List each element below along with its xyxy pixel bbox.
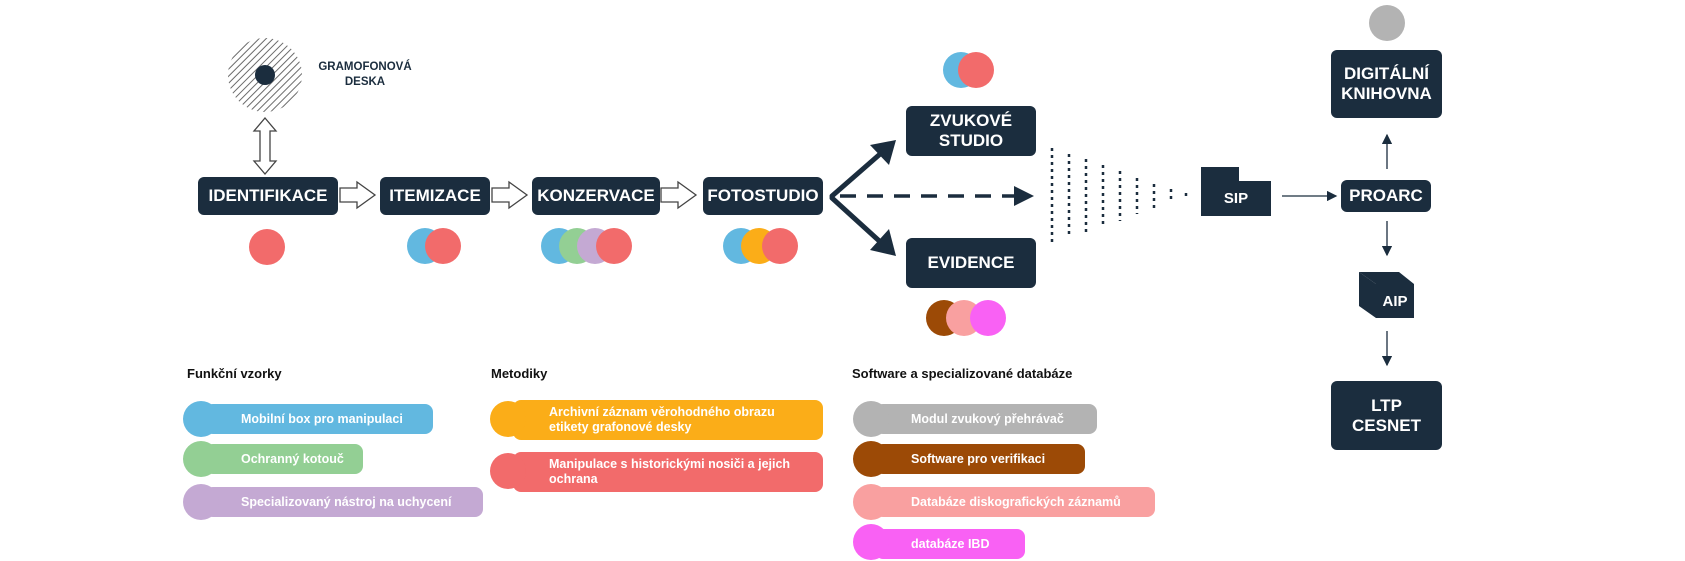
- legend-item-label: Databáze diskografických záznamů: [911, 494, 1121, 509]
- legend-item-label: Modul zvukový přehrávač: [911, 411, 1064, 426]
- legend-dot: [183, 441, 219, 477]
- legend-item: Archivní záznam věrohodného obrazu etike…: [513, 400, 823, 440]
- indicator-dot-red: [762, 228, 798, 264]
- legend-item: Manipulace s historickými nosiči a jejic…: [513, 452, 823, 492]
- block-arrow-3: [660, 180, 698, 210]
- indicator-dot-red: [425, 228, 461, 264]
- legend-item: Mobilní box pro manipulaci: [205, 404, 433, 434]
- aip-box-side: [1359, 272, 1376, 318]
- dotted-funnel: [1050, 148, 1188, 244]
- indicator-dot-magenta: [970, 300, 1006, 336]
- legend-item: Modul zvukový přehrávač: [875, 404, 1097, 434]
- legend-dot: [853, 401, 889, 437]
- legend-item-label: Software pro verifikaci: [911, 451, 1046, 466]
- node-digitalni-knihovna: DIGITÁLNÍ KNIHOVNA: [1331, 50, 1442, 118]
- legend-item-label: Mobilní box pro manipulaci: [241, 411, 403, 426]
- node-zvukove-studio: ZVUKOVÉ STUDIO: [906, 106, 1036, 156]
- legend-item: Specializovaný nástroj na uchycení: [205, 487, 483, 517]
- legend-funkcni-title: Funkční vzorky: [187, 366, 282, 381]
- node-evidence: EVIDENCE: [906, 238, 1036, 288]
- legend-software-title: Software a specializované databáze: [852, 366, 1073, 381]
- node-identifikace: IDENTIFIKACE: [198, 177, 338, 215]
- legend-metodiky-title: Metodiky: [491, 366, 548, 381]
- block-arrow-1: [339, 180, 377, 210]
- legend-dot: [183, 484, 219, 520]
- indicator-dot-grey: [1369, 5, 1405, 41]
- legend-item-label: Specializovaný nástroj na uchycení: [241, 494, 452, 509]
- node-aip: AIP: [1376, 284, 1414, 318]
- node-konzervace: KONZERVACE: [532, 177, 660, 215]
- legend-dot: [490, 453, 526, 489]
- record-label-hole: [255, 65, 275, 85]
- gramophone-record-label: GRAMOFONOVÁ DESKA: [318, 61, 412, 88]
- indicator-dot-red: [958, 52, 994, 88]
- node-itemizace: ITEMIZACE: [380, 177, 490, 215]
- legend-item: Ochranný kotouč: [205, 444, 363, 474]
- sip-folder-tab: [1201, 167, 1239, 181]
- legend-item-label: Manipulace s historickými nosiči a jejic…: [549, 457, 791, 486]
- legend-dot: [853, 484, 889, 520]
- legend-item-label: Ochranný kotouč: [241, 451, 344, 466]
- legend-item: Databáze diskografických záznamů: [875, 487, 1155, 517]
- indicator-dot-red: [249, 229, 285, 265]
- legend-dot: [853, 524, 889, 560]
- arrow-to-evidence: [829, 195, 890, 251]
- block-arrow-2: [491, 180, 529, 210]
- arrow-to-zvukove-studio: [829, 145, 890, 199]
- legend-item: databáze IBD: [875, 529, 1025, 559]
- node-proarc: PROARC: [1341, 180, 1431, 212]
- legend-item-label: Archivní záznam věrohodného obrazu etike…: [549, 405, 775, 434]
- indicator-dot-red: [596, 228, 632, 264]
- legend-dot: [853, 441, 889, 477]
- legend-item: Software pro verifikaci: [875, 444, 1085, 474]
- legend-item-label: databáze IBD: [911, 536, 990, 551]
- aip-box-top: [1359, 272, 1414, 284]
- node-ltp-cesnet: LTP CESNET: [1331, 381, 1442, 450]
- double-arrow-vertical: [252, 116, 278, 176]
- node-sip: SIP: [1201, 181, 1271, 216]
- node-fotostudio: FOTOSTUDIO: [703, 177, 823, 215]
- legend-dot: [183, 401, 219, 437]
- legend-dot: [490, 401, 526, 437]
